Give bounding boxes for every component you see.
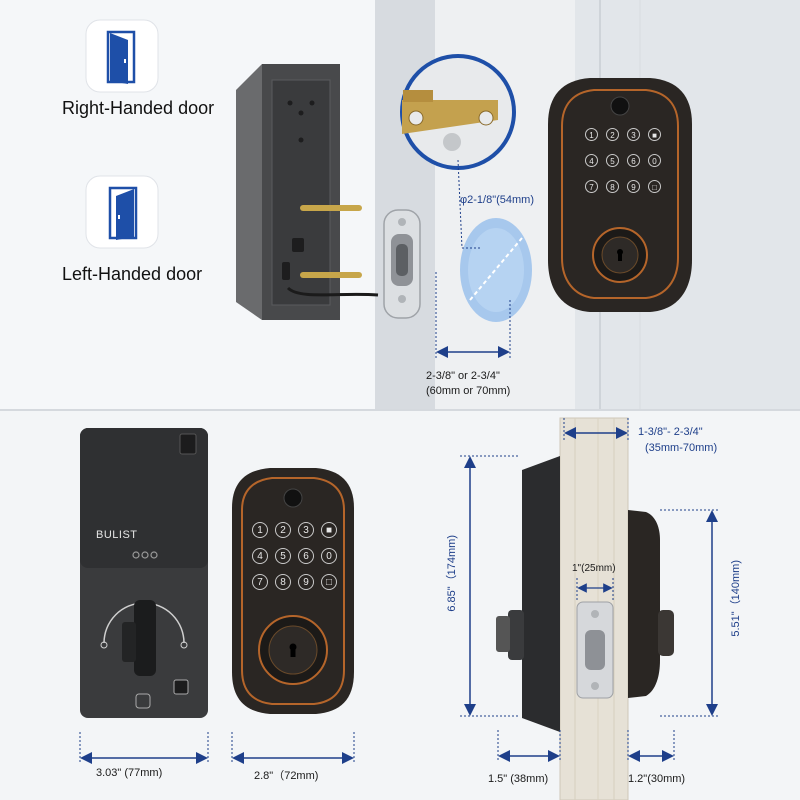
exterior-height-label: 5.51"（140mm) xyxy=(730,560,742,637)
door-thickness-label-line1: 1-3/8"- 2-3/4" xyxy=(638,426,703,438)
key-5: 5 xyxy=(606,154,619,167)
door-thickness-label-line2: (35mm-70mm) xyxy=(645,442,718,454)
interior-width-label: 3.03" (77mm) xyxy=(96,767,163,779)
key-9: 9 xyxy=(298,574,314,590)
key-1: 1 xyxy=(585,128,598,141)
key-3: 3 xyxy=(627,128,640,141)
interior-height-label: 6.85"（174mm) xyxy=(446,535,458,612)
key-2: 2 xyxy=(606,128,619,141)
key-9: 9 xyxy=(627,180,640,193)
key-7: 7 xyxy=(252,574,268,590)
key-6: 6 xyxy=(298,548,314,564)
key-3: 3 xyxy=(298,522,314,538)
right-handed-door-label: Right-Handed door xyxy=(62,98,215,118)
unlock-key-icon: □ xyxy=(648,180,661,193)
key-8: 8 xyxy=(606,180,619,193)
backset-label-line1: 2-3/8" or 2-3/4" xyxy=(426,370,500,382)
lock-key-icon: ■ xyxy=(321,522,337,538)
exterior-depth-label: 1.2"(30mm) xyxy=(628,773,686,785)
key-4: 4 xyxy=(585,154,598,167)
key-8: 8 xyxy=(275,574,291,590)
latch-width-label: 1"(25mm) xyxy=(572,563,616,574)
left-handed-door-label: Left-Handed door xyxy=(62,264,203,284)
zero-key: 0 xyxy=(321,548,337,564)
left-door-icon xyxy=(85,175,159,249)
strike-plate xyxy=(383,209,421,319)
key-2: 2 xyxy=(275,522,291,538)
key-6: 6 xyxy=(627,154,640,167)
hole-diameter-label: φ2-1/8"(54mm) xyxy=(460,194,534,206)
door-bore-hole xyxy=(457,159,532,322)
unlock-key-icon: □ xyxy=(321,574,337,590)
brand-logo: BULIST xyxy=(96,529,138,541)
latch-zoom-circle xyxy=(400,54,516,170)
lock-key-icon: ■ xyxy=(648,128,661,141)
exterior-width-label: 2.8"（72mm) xyxy=(254,770,319,782)
right-door-icon xyxy=(85,19,159,93)
door-side-view xyxy=(496,417,674,800)
interior-unit-back xyxy=(236,64,379,320)
exterior-keypad-front xyxy=(232,468,354,714)
key-4: 4 xyxy=(252,548,268,564)
backset-label-line2: (60mm or 70mm) xyxy=(426,385,511,397)
key-7: 7 xyxy=(585,180,598,193)
interior-depth-label: 1.5" (38mm) xyxy=(488,773,549,785)
zero-key: 0 xyxy=(648,154,661,167)
interior-unit-front xyxy=(80,428,208,718)
key-5: 5 xyxy=(275,548,291,564)
key-1: 1 xyxy=(252,522,268,538)
exterior-keypad-top xyxy=(548,78,692,312)
